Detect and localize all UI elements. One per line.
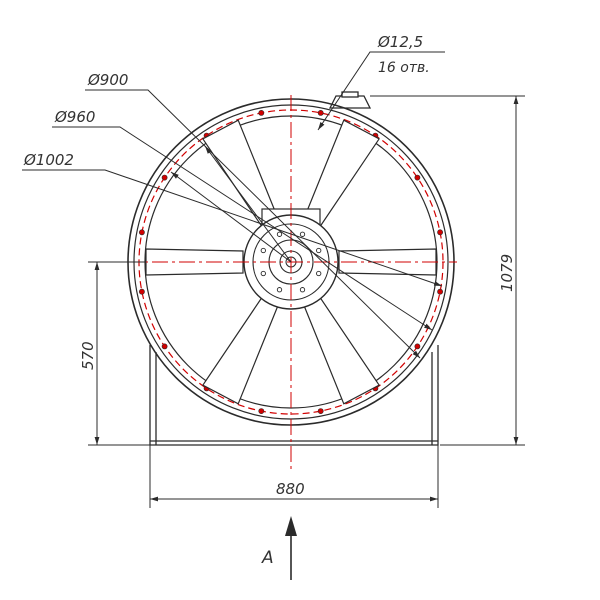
dimension-height-axis <box>88 261 150 446</box>
bolt-hole <box>138 229 145 236</box>
bolt-hole <box>414 174 421 181</box>
hub-bolt <box>316 247 322 254</box>
label-hole-diameter: Ø12,5 <box>377 33 423 51</box>
bolt-hole <box>414 343 421 350</box>
leader-d900 <box>85 89 421 359</box>
dimension-height-total <box>370 95 525 446</box>
hub-bolt <box>316 270 322 277</box>
bolt-hole <box>258 408 265 414</box>
label-d1002: Ø1002 <box>23 151 74 169</box>
hub-bolt <box>299 231 306 237</box>
hub-bolt <box>260 247 266 254</box>
bolt-hole <box>258 110 265 116</box>
dimension-width-base <box>149 445 439 508</box>
hub-bolt <box>276 231 283 237</box>
label-height-total: 1079 <box>498 254 516 292</box>
bolt-hole <box>437 288 443 295</box>
arrow-up-icon <box>285 516 297 580</box>
bolt-hole <box>317 408 324 414</box>
leader-hole <box>317 51 445 131</box>
terminal-box <box>328 91 372 109</box>
bolt-hole <box>138 288 145 295</box>
label-d960: Ø960 <box>54 108 95 126</box>
label-height-axis: 570 <box>79 341 97 370</box>
leader-d960-back <box>170 171 292 263</box>
bolt-hole <box>317 110 324 116</box>
support-stand <box>149 345 439 446</box>
diameter-leaders <box>22 51 445 359</box>
bolt-hole <box>161 174 168 181</box>
bolt-hole <box>161 343 168 350</box>
impeller-blade <box>303 296 380 405</box>
hub-bolt <box>299 287 306 293</box>
label-holes-count: 16 отв. <box>378 60 430 76</box>
leader-d960 <box>52 126 433 331</box>
hub-bolts <box>260 231 322 293</box>
bolt-hole <box>437 229 443 236</box>
label-view-a: A <box>261 548 274 568</box>
leader-d1002 <box>22 169 443 287</box>
label-d900: Ø900 <box>87 71 128 89</box>
hub-bolt <box>260 270 266 277</box>
impeller-blade <box>202 296 279 405</box>
hub-bolt <box>276 287 283 293</box>
bolt-holes <box>138 110 443 414</box>
label-width-base: 880 <box>276 480 305 498</box>
leader-d900-back <box>204 145 292 263</box>
